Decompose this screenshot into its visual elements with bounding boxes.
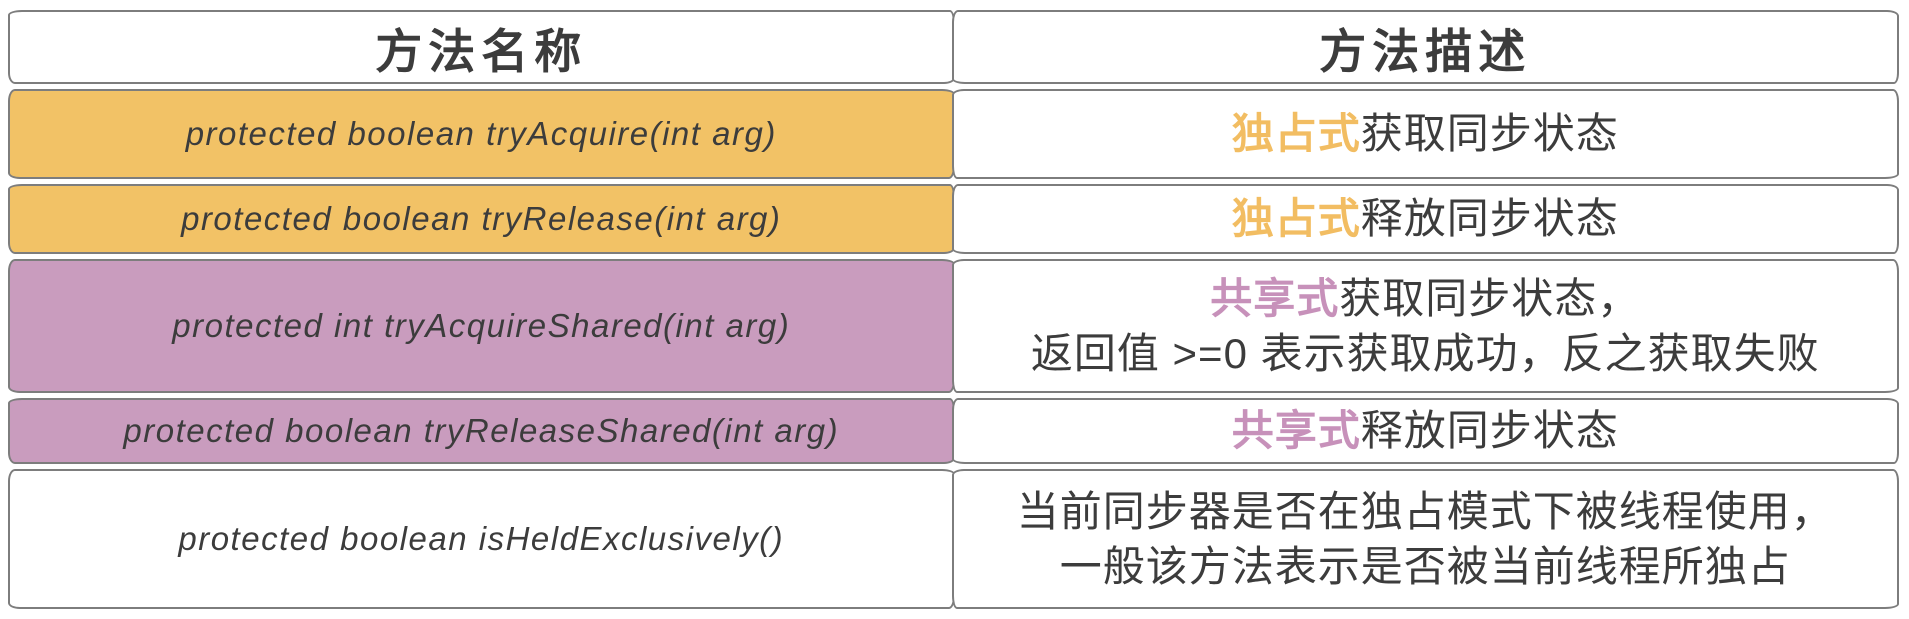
method-signature: protected boolean tryReleaseShared(int a… <box>123 412 840 449</box>
table-row-tryrelease: protected boolean tryRelease(int arg) 独占… <box>8 184 1901 254</box>
method-desc-cell: 共享式获取同步状态， 返回值 >=0 表示获取成功，反之获取失败 <box>952 259 1899 393</box>
method-signature: protected int tryAcquireShared(int arg) <box>172 307 791 344</box>
method-description-line1: 共享式获取同步状态， <box>1210 271 1640 326</box>
method-description-line2: 返回值 >=0 表示获取成功，反之获取失败 <box>1031 326 1820 381</box>
column-header-method-name: 方法名称 <box>375 24 588 78</box>
method-signature: protected boolean isHeldExclusively() <box>178 520 785 557</box>
method-name-cell: protected boolean isHeldExclusively() <box>8 469 955 609</box>
method-description-line1: 当前同步器是否在独占模式下被线程使用， <box>1017 484 1834 539</box>
desc-text: 释放同步状态 <box>1360 407 1619 455</box>
method-desc-cell: 独占式获取同步状态 <box>952 89 1899 179</box>
header-cell-method-desc: 方法描述 <box>952 10 1899 84</box>
method-desc-cell: 当前同步器是否在独占模式下被线程使用， 一般该方法表示是否被当前线程所独占 <box>952 469 1899 609</box>
method-name-cell: protected boolean tryAcquire(int arg) <box>8 89 955 179</box>
desc-text: 当前同步器是否在独占模式下被线程使用， <box>1016 487 1834 535</box>
method-name-cell: protected boolean tryRelease(int arg) <box>8 184 955 254</box>
method-signature: protected boolean tryAcquire(int arg) <box>185 115 777 152</box>
desc-highlight-term: 独占式 <box>1231 195 1361 243</box>
method-description-line2: 一般该方法表示是否被当前线程所独占 <box>1060 539 1791 594</box>
desc-text: 一般该方法表示是否被当前线程所独占 <box>1059 543 1791 590</box>
method-description: 独占式释放同步状态 <box>1232 191 1619 246</box>
table-row-tryacquire: protected boolean tryAcquire(int arg) 独占… <box>8 89 1901 179</box>
method-desc-cell: 共享式释放同步状态 <box>952 398 1899 464</box>
table-row-tryreleaseshared: protected boolean tryReleaseShared(int a… <box>8 398 1901 464</box>
desc-highlight-term: 共享式 <box>1231 407 1361 455</box>
desc-text: 返回值 >=0 表示获取成功，反之获取失败 <box>1030 330 1820 377</box>
header-cell-method-name: 方法名称 <box>8 10 955 84</box>
desc-text: 获取同步状态 <box>1360 110 1619 158</box>
method-description: 共享式释放同步状态 <box>1232 403 1619 458</box>
desc-text: 获取同步状态， <box>1339 274 1641 322</box>
method-signature: protected boolean tryRelease(int arg) <box>181 200 782 237</box>
column-header-method-desc: 方法描述 <box>1319 24 1532 78</box>
table-header-row: 方法名称 方法描述 <box>8 10 1901 84</box>
method-name-cell: protected boolean tryReleaseShared(int a… <box>8 398 955 464</box>
method-desc-cell: 独占式释放同步状态 <box>952 184 1899 254</box>
desc-highlight-term: 独占式 <box>1231 110 1361 158</box>
table-row-tryacquireshared: protected int tryAcquireShared(int arg) … <box>8 259 1901 393</box>
method-description: 独占式获取同步状态 <box>1232 106 1619 161</box>
table-row-isheldexclusively: protected boolean isHeldExclusively() 当前… <box>8 469 1901 609</box>
desc-text: 释放同步状态 <box>1360 195 1619 243</box>
method-name-cell: protected int tryAcquireShared(int arg) <box>8 259 955 393</box>
desc-highlight-term: 共享式 <box>1210 274 1340 322</box>
